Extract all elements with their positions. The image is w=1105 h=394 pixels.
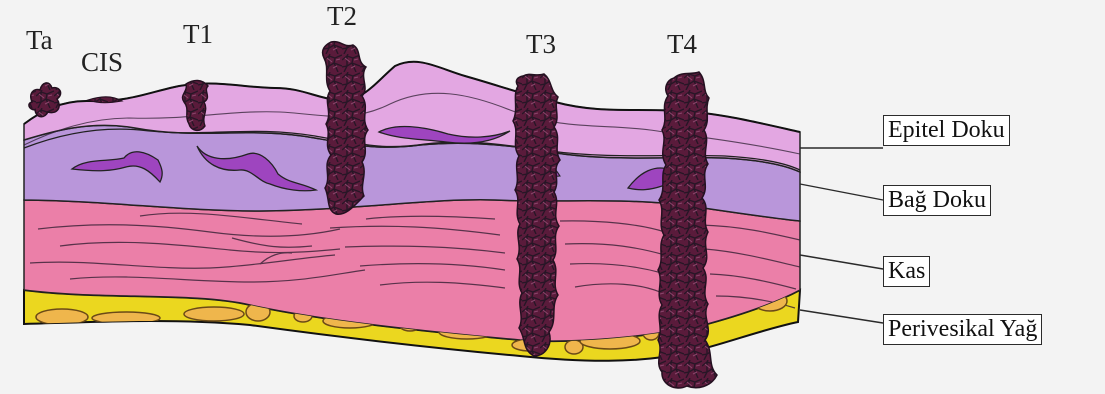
layer-label-perivesikal-yag: Perivesikal Yağ (883, 314, 1042, 345)
bag-leader-line (800, 184, 883, 200)
yag-leader-line (800, 310, 883, 323)
kas-leader-line (800, 255, 883, 269)
layer-label-bag-doku: Bağ Doku (883, 185, 991, 216)
layer-label-kas: Kas (883, 256, 930, 287)
stage-label-t2: T2 (327, 3, 357, 30)
stage-label-cis: CIS (81, 49, 123, 76)
stage-label-t3: T3 (526, 31, 556, 58)
layer-label-epitel-doku: Epitel Doku (883, 115, 1010, 146)
tumor-ta (29, 83, 61, 117)
stage-label-ta: Ta (26, 27, 53, 54)
tumor-cis (88, 97, 122, 103)
stage-label-t4: T4 (667, 31, 697, 58)
tumor-t2 (323, 42, 368, 215)
stage-label-t1: T1 (183, 21, 213, 48)
layer-leader-lines (800, 148, 883, 323)
